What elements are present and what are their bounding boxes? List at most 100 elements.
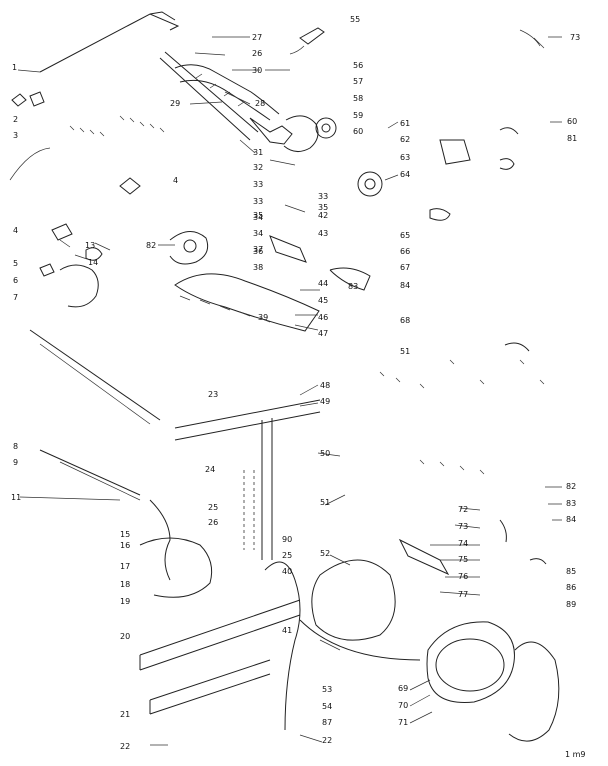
- label-41: 41: [282, 626, 292, 635]
- label-4-left: 4: [13, 226, 18, 235]
- label-75: 75: [458, 555, 468, 564]
- label-43: 43: [318, 229, 328, 238]
- label-48: 48: [320, 381, 330, 390]
- upper-arm-bracket: [17, 11, 337, 152]
- label-72: 72: [458, 505, 468, 514]
- label-33b: 33: [318, 192, 328, 201]
- label-13: 13: [85, 241, 95, 250]
- label-34b: 34: [253, 229, 263, 238]
- label-14: 14: [88, 258, 98, 267]
- label-67: 67: [400, 263, 410, 272]
- label-66: 66: [400, 247, 410, 256]
- label-82-right: 82: [566, 482, 576, 491]
- motor-housing: [169, 231, 371, 332]
- label-19: 19: [120, 597, 130, 606]
- label-70: 70: [398, 701, 408, 710]
- corner-mark: 1 m9: [565, 750, 586, 759]
- label-5: 5: [13, 259, 18, 268]
- label-69: 69: [398, 684, 408, 693]
- label-77: 77: [458, 590, 468, 599]
- label-26: 26: [252, 49, 262, 58]
- label-83: 83: [348, 282, 358, 291]
- label-53: 53: [322, 685, 332, 694]
- label-6: 6: [13, 276, 18, 285]
- base-frame: [139, 499, 421, 731]
- label-58: 58: [353, 94, 363, 103]
- label-85: 85: [566, 567, 576, 576]
- label-71: 71: [398, 718, 408, 727]
- label-36: 36: [253, 247, 263, 256]
- label-20: 20: [120, 632, 130, 641]
- label-42: 42: [318, 211, 328, 220]
- label-82: 82: [146, 241, 156, 250]
- label-25-lower: 25: [282, 551, 292, 560]
- label-1: 1: [12, 63, 17, 72]
- label-4: 4: [173, 176, 178, 185]
- label-28: 28: [255, 99, 265, 108]
- label-15: 15: [120, 530, 130, 539]
- label-76: 76: [458, 572, 468, 581]
- label-33c: 33: [253, 197, 263, 206]
- label-51: 51: [320, 498, 330, 507]
- label-89: 89: [566, 600, 576, 609]
- label-55: 55: [350, 15, 360, 24]
- label-90: 90: [282, 535, 292, 544]
- label-61: 61: [400, 119, 410, 128]
- label-46: 46: [318, 313, 328, 322]
- label-57: 57: [353, 77, 363, 86]
- label-44: 44: [318, 279, 328, 288]
- label-81: 81: [567, 134, 577, 143]
- label-27: 27: [252, 33, 262, 42]
- label-65: 65: [400, 231, 410, 240]
- label-31: 31: [253, 148, 263, 157]
- label-40: 40: [282, 567, 292, 576]
- callout-labels: 55 73 27 26 30 56 57 58 59 60 28 29 1 2 …: [11, 15, 586, 759]
- label-22-left: 22: [120, 742, 130, 751]
- label-17: 17: [120, 562, 130, 571]
- left-hardware-cluster: [9, 91, 165, 425]
- label-29: 29: [170, 99, 180, 108]
- label-60-right: 60: [567, 117, 577, 126]
- label-35: 35: [253, 211, 263, 220]
- label-51-top: 51: [400, 347, 410, 356]
- label-2: 2: [13, 115, 18, 124]
- label-47: 47: [318, 329, 328, 338]
- label-35-top: 35: [318, 203, 328, 212]
- label-21: 21: [120, 710, 130, 719]
- label-22: 22: [322, 736, 332, 745]
- label-74: 74: [458, 539, 468, 548]
- label-49: 49: [320, 397, 330, 406]
- label-7: 7: [13, 293, 18, 302]
- label-25: 25: [208, 503, 218, 512]
- label-84-right: 84: [566, 515, 576, 524]
- label-62: 62: [400, 135, 410, 144]
- label-83-right: 83: [566, 499, 576, 508]
- label-24: 24: [205, 465, 215, 474]
- label-56: 56: [353, 61, 363, 70]
- right-upper-parts: [357, 29, 545, 389]
- label-50: 50: [320, 449, 330, 458]
- label-59: 59: [353, 111, 363, 120]
- label-8: 8: [13, 442, 18, 451]
- label-63: 63: [400, 153, 410, 162]
- label-60: 60: [353, 127, 363, 136]
- label-11: 11: [11, 493, 21, 502]
- column-and-arm: [39, 399, 321, 560]
- label-45: 45: [318, 296, 328, 305]
- label-38: 38: [253, 263, 263, 272]
- label-18: 18: [120, 580, 130, 589]
- label-64: 64: [400, 170, 410, 179]
- label-73: 73: [458, 522, 468, 531]
- label-52: 52: [320, 549, 330, 558]
- label-34: 34: [253, 213, 263, 222]
- label-30: 30: [252, 66, 262, 75]
- label-9: 9: [13, 458, 18, 467]
- label-33: 33: [253, 180, 263, 189]
- label-86: 86: [566, 583, 576, 592]
- label-3: 3: [13, 131, 18, 140]
- label-37: 37: [253, 245, 263, 254]
- label-68: 68: [400, 316, 410, 325]
- label-39: 39: [258, 313, 268, 322]
- label-26-lower: 26: [208, 518, 218, 527]
